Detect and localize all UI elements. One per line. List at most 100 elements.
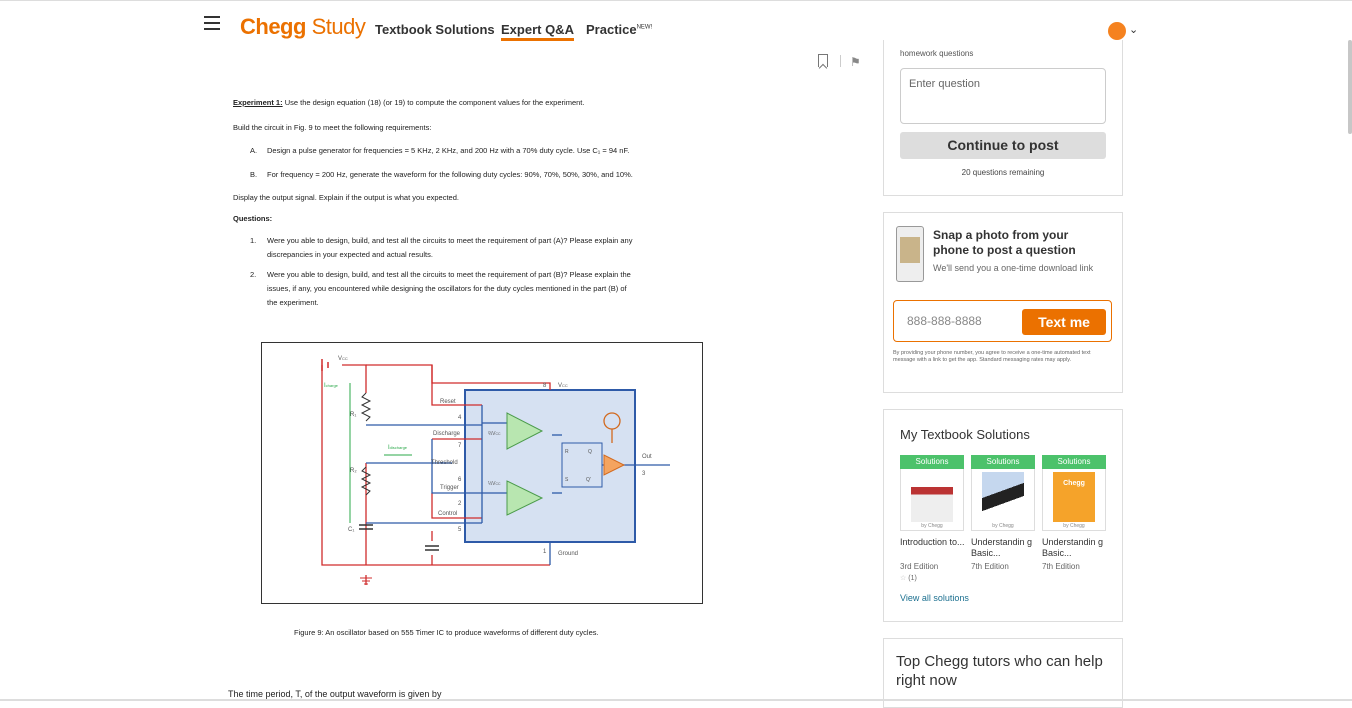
chegg-study-logo[interactable]: Chegg Study <box>240 14 366 40</box>
chevron-down-icon[interactable]: ⌄ <box>1129 24 1139 36</box>
fig-threshold: Threshold <box>431 460 458 466</box>
fig-trigger: Trigger <box>440 485 459 491</box>
bottom-border <box>0 699 1352 701</box>
flag-icon[interactable]: ⚑ <box>850 55 861 69</box>
view-all-solutions-link[interactable]: View all solutions <box>900 593 969 603</box>
by-chegg: by Chegg <box>921 523 943 529</box>
fig-r2: R₂ <box>350 468 357 474</box>
book-title-1[interactable]: Introduction to... <box>900 537 965 547</box>
req-b-text: For frequency = 200 Hz, generate the wav… <box>267 170 633 179</box>
fig-pin7: 7 <box>458 443 462 449</box>
logo-product: Study <box>311 14 366 39</box>
q1-line2: discrepancies in your expected and actua… <box>267 250 433 259</box>
q1-num: 1. <box>250 236 257 245</box>
q2-num: 2. <box>250 270 257 279</box>
req-a-label: A. <box>250 146 258 155</box>
capacitor-control <box>425 545 439 551</box>
my-textbook-solutions-title: My Textbook Solutions <box>900 427 1030 442</box>
textbook-card-3[interactable]: Solutions Chegg by Chegg <box>1042 455 1106 531</box>
resistor-r1 <box>360 392 372 422</box>
comparator-top <box>506 412 544 450</box>
textbook-card-1[interactable]: Solutions by Chegg <box>900 455 964 531</box>
comparator-bottom <box>506 480 544 516</box>
fig-reset: Reset <box>440 399 456 405</box>
book-cover-2 <box>982 472 1024 522</box>
req-a-text: Design a pulse generator for frequencies… <box>267 146 630 155</box>
fig-ff-r: R <box>565 449 569 455</box>
req-b-label: B. <box>250 170 258 179</box>
phone-number-field[interactable] <box>893 300 1112 342</box>
question-input-placeholder: Enter question <box>909 78 980 90</box>
user-avatar[interactable] <box>1108 22 1126 40</box>
nav-textbook-solutions[interactable]: Textbook Solutions <box>375 22 495 37</box>
fig-idischarge: Idischarge <box>388 445 408 451</box>
fig-comp-top: ⅔VCC <box>488 431 501 437</box>
resistor-r2 <box>360 466 372 496</box>
q2-line3: the experiment. <box>267 298 319 307</box>
book-edition-2: 7th Edition <box>971 562 1009 571</box>
fig-ff-q: Q <box>588 449 592 455</box>
fig-ff-qbar: Q' <box>586 477 591 483</box>
book-edition-3: 7th Edition <box>1042 562 1080 571</box>
fig-pin4: 4 <box>458 415 462 421</box>
battery-symbol <box>321 359 329 371</box>
sms-disclaimer: By providing your phone number, you agre… <box>893 350 1091 363</box>
fig-control: Control <box>438 511 457 517</box>
star-icon: ☆ <box>900 575 907 582</box>
fig-vcc-chip: VCC <box>558 383 568 389</box>
top-header: Chegg Study Textbook Solutions Expert Q&… <box>0 0 1352 52</box>
snap-subtitle: We'll send you a one-time download link <box>933 263 1094 273</box>
logo-brand: Chegg <box>240 14 306 39</box>
post-question-card <box>883 40 1123 196</box>
phone-icon <box>896 226 924 282</box>
nav-practice[interactable]: PracticeNEW! <box>586 22 652 37</box>
nav-expert-qa[interactable]: Expert Q&A <box>501 22 574 41</box>
solutions-badge: Solutions <box>900 455 964 469</box>
flip-flop <box>561 442 603 488</box>
scrollbar[interactable] <box>1348 40 1352 134</box>
fig-pin5: 5 <box>458 527 462 533</box>
circuit-figure: VCC Icharge R₁ R₂ C₁ Idischarge Reset Di… <box>261 342 703 604</box>
fig-out: Out <box>642 454 652 460</box>
question-input[interactable]: Enter question <box>900 68 1106 124</box>
build-text: Build the circuit in Fig. 9 to meet the … <box>233 123 432 132</box>
fig-icharge: Icharge <box>324 383 339 389</box>
capacitor-c1 <box>359 524 373 530</box>
bookmark-icon[interactable] <box>818 54 828 67</box>
discharge-transistor <box>603 412 621 443</box>
fig-pin3: 3 <box>642 471 646 477</box>
fig-c1: C₁ <box>348 527 354 533</box>
book-rating: ☆ (1) <box>900 574 917 582</box>
continue-to-post-button[interactable]: Continue to post <box>900 132 1106 159</box>
book-title-2[interactable]: Understandin g Basic... <box>971 537 1033 558</box>
fig-ground: Ground <box>558 551 578 557</box>
text-me-button[interactable]: Text me <box>1022 309 1106 335</box>
questions-label: Questions: <box>233 214 272 223</box>
phone-input-placeholder[interactable]: 888-888-8888 <box>907 314 982 328</box>
q2-line1: Were you able to design, build, and test… <box>267 270 631 279</box>
nav-practice-label: Practice <box>586 22 637 37</box>
ground-symbol <box>360 577 372 585</box>
textbook-card-2[interactable]: Solutions by Chegg <box>971 455 1035 531</box>
q1-line1: Were you able to design, build, and test… <box>267 236 633 245</box>
fig-discharge: Discharge <box>433 431 461 437</box>
solutions-badge: Solutions <box>971 455 1035 469</box>
new-badge: NEW! <box>636 24 653 31</box>
solutions-badge: Solutions <box>1042 455 1106 469</box>
fig-comp-bot: ⅓VCC <box>488 481 501 487</box>
period-text: The time period, T, of the output wavefo… <box>228 689 442 699</box>
by-chegg: by Chegg <box>992 523 1014 529</box>
book-cover-3: Chegg <box>1053 472 1095 522</box>
menu-icon[interactable] <box>204 16 220 30</box>
circuit-diagram: VCC Icharge R₁ R₂ C₁ Idischarge Reset Di… <box>321 356 670 585</box>
by-chegg: by Chegg <box>1063 523 1085 529</box>
display-text: Display the output signal. Explain if th… <box>233 193 459 202</box>
book-edition-1: 3rd Edition <box>900 562 939 571</box>
figure-caption: Figure 9: An oscillator based on 555 Tim… <box>294 628 599 637</box>
fig-vcc-left: VCC <box>338 356 348 362</box>
fig-ff-s: S <box>565 477 569 483</box>
divider <box>840 55 841 67</box>
experiment-1-label: Experiment 1: <box>233 98 283 107</box>
experiment-1-line: Experiment 1: Use the design equation (1… <box>233 98 584 107</box>
book-title-3[interactable]: Understandin g Basic... <box>1042 537 1104 558</box>
